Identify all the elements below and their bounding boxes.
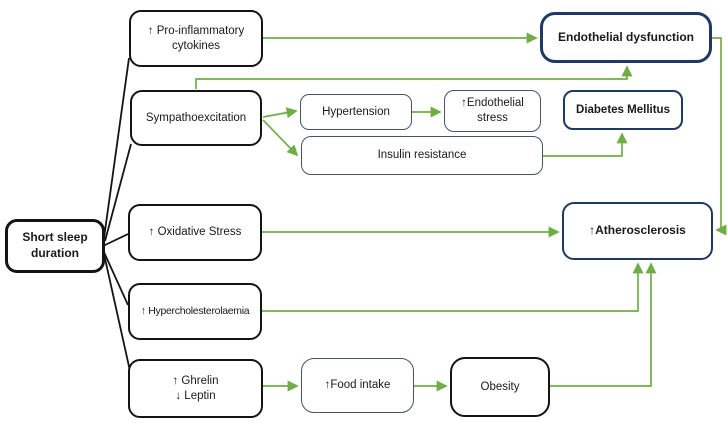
edge-shortsleep-to-ghrelin-leptin	[103, 253, 131, 372]
node-food-intake-label: ↑Food intake	[324, 379, 391, 392]
node-short-sleep-duration: Short sleep duration	[5, 219, 105, 273]
node-sympathoexcitation-label: Sympathoexcitation	[145, 111, 247, 124]
node-short-sleep-duration-label: Short sleep duration	[22, 230, 88, 260]
node-ghrelin-leptin-label: ↑ Ghrelin ↓ Leptin	[172, 374, 219, 402]
node-endothelial-stress: ↑Endothelial stress	[444, 90, 541, 132]
node-endothelial-stress-label: ↑Endothelial stress	[461, 97, 524, 124]
node-diabetes-mellitus-label: Diabetes Mellitus	[576, 103, 670, 116]
node-atherosclerosis-label: ↑Atherosclerosis	[589, 223, 686, 238]
edge-sympathoexcitation-to-endothelial-dysfunction	[195, 65, 633, 89]
edge-shortsleep-to-hypercholesterolaemia	[102, 249, 129, 306]
node-ghrelin-leptin: ↑ Ghrelin ↓ Leptin	[128, 359, 263, 418]
edge-sympathoexcitation-to-insulin-resistance	[262, 119, 299, 157]
node-oxidative-stress: ↑ Oxidative Stress	[128, 204, 262, 261]
node-hypercholesterolaemia-label: ↑ Hypercholesterolaemia	[140, 304, 250, 317]
node-oxidative-stress-label: ↑ Oxidative Stress	[148, 226, 242, 239]
node-insulin-resistance: Insulin resistance	[301, 136, 543, 175]
node-food-intake: ↑Food intake	[301, 358, 414, 413]
edge-endothelial-dysfunction-to-atherosclerosis	[712, 37, 727, 236]
edge-shortsleep-to-cytokines	[103, 57, 130, 239]
node-hypertension: Hypertension	[300, 94, 412, 130]
edge-hypercholesterolaemia-to-atherosclerosis	[262, 262, 644, 312]
node-sympathoexcitation: Sympathoexcitation	[130, 90, 262, 146]
node-atherosclerosis: ↑Atherosclerosis	[562, 202, 713, 260]
node-pro-inflammatory-cytokines: ↑ Pro-inflammatory cytokines	[129, 10, 263, 67]
node-obesity-label: Obesity	[480, 380, 520, 393]
node-endothelial-dysfunction-label: Endothelial dysfunction	[557, 29, 694, 44]
edge-insulin-resistance-to-diabetes-mellitus	[543, 132, 628, 157]
node-pro-inflammatory-cytokines-label: ↑ Pro-inflammatory cytokines	[147, 24, 245, 52]
node-insulin-resistance-label: Insulin resistance	[377, 149, 467, 162]
node-endothelial-dysfunction: Endothelial dysfunction	[540, 12, 712, 63]
edge-sympathoexcitation-to-hypertension	[262, 107, 298, 119]
node-obesity: Obesity	[450, 357, 550, 417]
edge-shortsleep-to-sympathoexcitation	[104, 143, 132, 242]
edge-shortsleep-to-oxidative-stress	[102, 233, 129, 247]
node-diabetes-mellitus: Diabetes Mellitus	[563, 90, 683, 130]
edge-obesity-to-atherosclerosis	[550, 262, 657, 387]
node-hypertension-label: Hypertension	[322, 105, 390, 118]
node-hypercholesterolaemia: ↑ Hypercholesterolaemia	[128, 283, 262, 340]
